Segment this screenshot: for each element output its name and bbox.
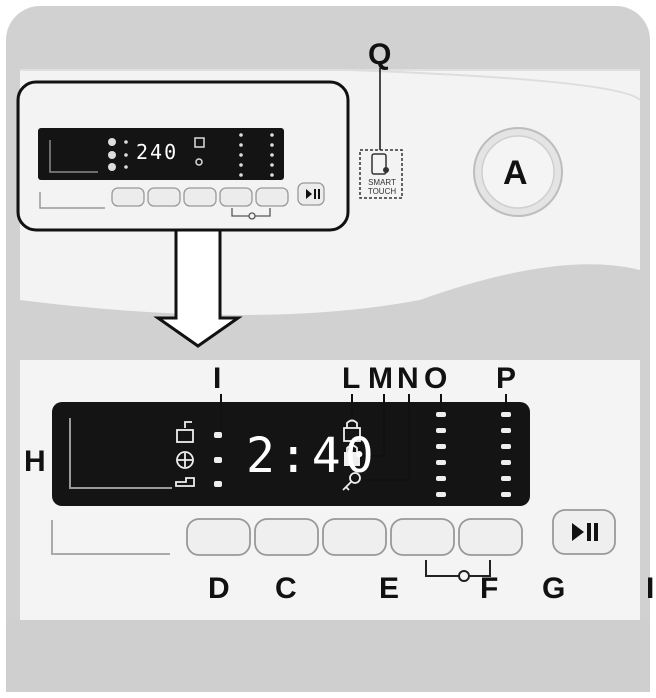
top-button-e[interactable] xyxy=(219,187,253,207)
label-e: E xyxy=(379,572,400,605)
smart-touch-label: SMART TOUCH xyxy=(362,178,402,196)
lock-icon-small xyxy=(194,137,205,148)
knob-label-a: A xyxy=(503,154,528,192)
hand-touch-icon xyxy=(371,153,387,175)
callout-n-line xyxy=(364,394,410,481)
smart-touch-word-2: TOUCH xyxy=(367,187,397,196)
label-q: Q xyxy=(368,38,392,71)
label-p: P xyxy=(496,362,517,395)
top-button-c[interactable] xyxy=(147,187,181,207)
label-d: D xyxy=(208,572,230,605)
label-g: G xyxy=(542,572,566,605)
zoom-display-time: 2:40 xyxy=(246,428,378,484)
label-n: N xyxy=(397,362,419,395)
callout-m-line xyxy=(362,394,385,457)
button-e[interactable] xyxy=(390,518,455,556)
smart-touch-area[interactable] xyxy=(359,149,403,199)
zoom-arrow xyxy=(153,228,243,348)
key-link-icon-small xyxy=(248,212,256,220)
label-h: H xyxy=(24,445,46,478)
smart-touch-word-1: SMART xyxy=(368,178,396,187)
stain-icon xyxy=(176,451,194,469)
button-c[interactable] xyxy=(254,518,319,556)
button-f[interactable] xyxy=(458,518,523,556)
zoom-display xyxy=(52,402,530,506)
child-lock-icon xyxy=(344,444,360,466)
label-c: C xyxy=(275,572,297,605)
top-display-time: 240 xyxy=(136,140,179,164)
label-o: O xyxy=(424,362,448,395)
dry-icon-small xyxy=(108,163,116,171)
label-edge: I xyxy=(646,572,655,605)
top-button-e2[interactable] xyxy=(183,187,217,207)
button-d[interactable] xyxy=(186,518,251,556)
key-icon xyxy=(342,472,361,491)
label-l: L xyxy=(342,362,361,395)
key-icon-small xyxy=(195,158,203,166)
play-pause-icon xyxy=(572,523,598,541)
tap-icon-small xyxy=(108,138,116,146)
dry-icon xyxy=(175,477,195,487)
button-extra[interactable] xyxy=(322,518,387,556)
top-button-d[interactable] xyxy=(111,187,145,207)
key-link-icon xyxy=(440,570,470,582)
label-f: F xyxy=(480,572,499,605)
lock-icon xyxy=(343,419,361,442)
top-button-f[interactable] xyxy=(255,187,289,207)
label-i: I xyxy=(213,362,222,395)
tap-icon xyxy=(176,421,194,443)
label-m: M xyxy=(368,362,393,395)
stain-icon-small xyxy=(108,151,116,159)
top-display xyxy=(38,128,284,180)
